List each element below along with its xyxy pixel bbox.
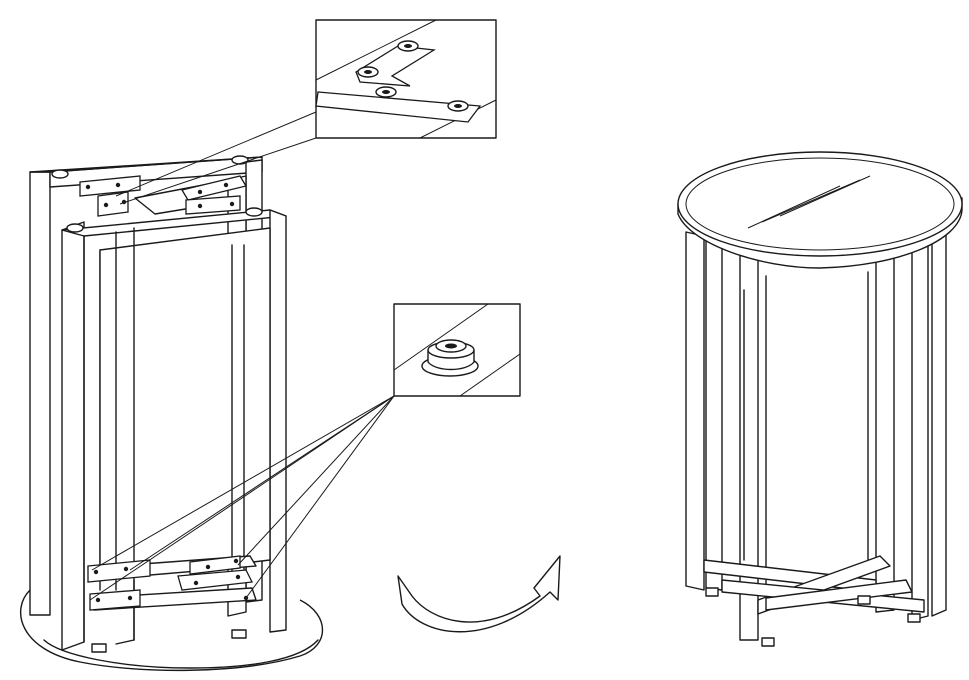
table-crossbars xyxy=(703,555,925,615)
upside-down-table-assembly xyxy=(20,155,324,672)
mounting-plate-callout xyxy=(115,19,497,205)
top-feet xyxy=(51,155,263,233)
bottom-feet xyxy=(91,629,247,653)
table-feet xyxy=(705,587,921,647)
leveling-foot-callout xyxy=(89,303,521,601)
rotation-arrow-icon xyxy=(397,555,561,633)
assembled-table xyxy=(677,151,963,647)
top-mounting-plates xyxy=(79,175,248,217)
table-legs xyxy=(685,231,947,641)
rotate-arrow xyxy=(397,555,561,633)
bottom-mounting-plates xyxy=(87,555,253,611)
round-tabletop xyxy=(677,151,963,269)
